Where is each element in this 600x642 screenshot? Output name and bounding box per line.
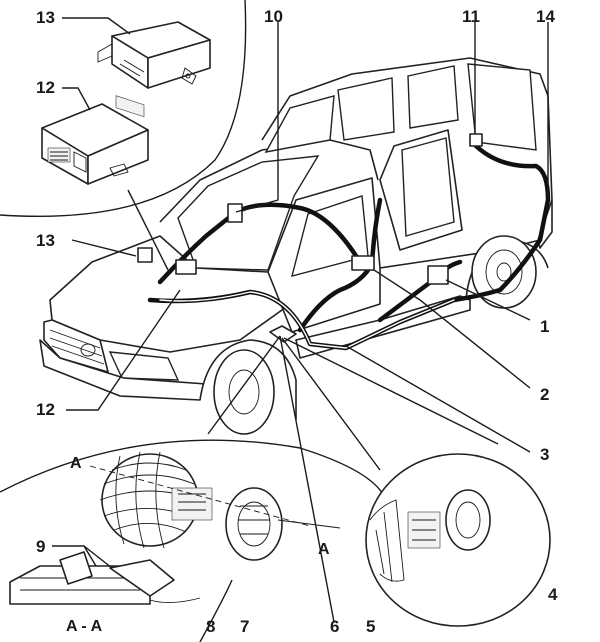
callout-13-mid: 13 <box>36 231 55 250</box>
callout-1: 1 <box>540 317 550 336</box>
control-unit-13-top <box>97 21 211 118</box>
callout-11: 11 <box>462 7 480 26</box>
callout-14: 14 <box>536 7 555 26</box>
callout-4: 4 <box>548 585 558 604</box>
callout-12-bottom: 12 <box>36 400 55 419</box>
section-label-a-right: A <box>318 541 330 558</box>
control-unit-12-top <box>41 103 149 185</box>
callout-3: 3 <box>540 445 550 464</box>
callout-7: 7 <box>240 617 250 636</box>
leader-lines <box>62 17 549 623</box>
section-label-a-left: A <box>70 455 82 472</box>
callout-2: 2 <box>540 385 550 404</box>
detail-a <box>0 439 385 642</box>
vehicle-outline <box>39 57 553 435</box>
callout-10: 10 <box>264 7 283 26</box>
callout-13-top: 13 <box>36 8 55 27</box>
wiring-harness <box>137 133 551 351</box>
section-label-a-a: A - A <box>66 618 103 635</box>
callout-12-top: 12 <box>36 78 55 97</box>
callout-5: 5 <box>366 617 376 636</box>
inset-arc-top <box>0 0 247 218</box>
callout-8: 8 <box>206 617 216 636</box>
callout-6: 6 <box>330 617 340 636</box>
detail-b <box>365 453 551 627</box>
callout-9: 9 <box>36 537 46 556</box>
